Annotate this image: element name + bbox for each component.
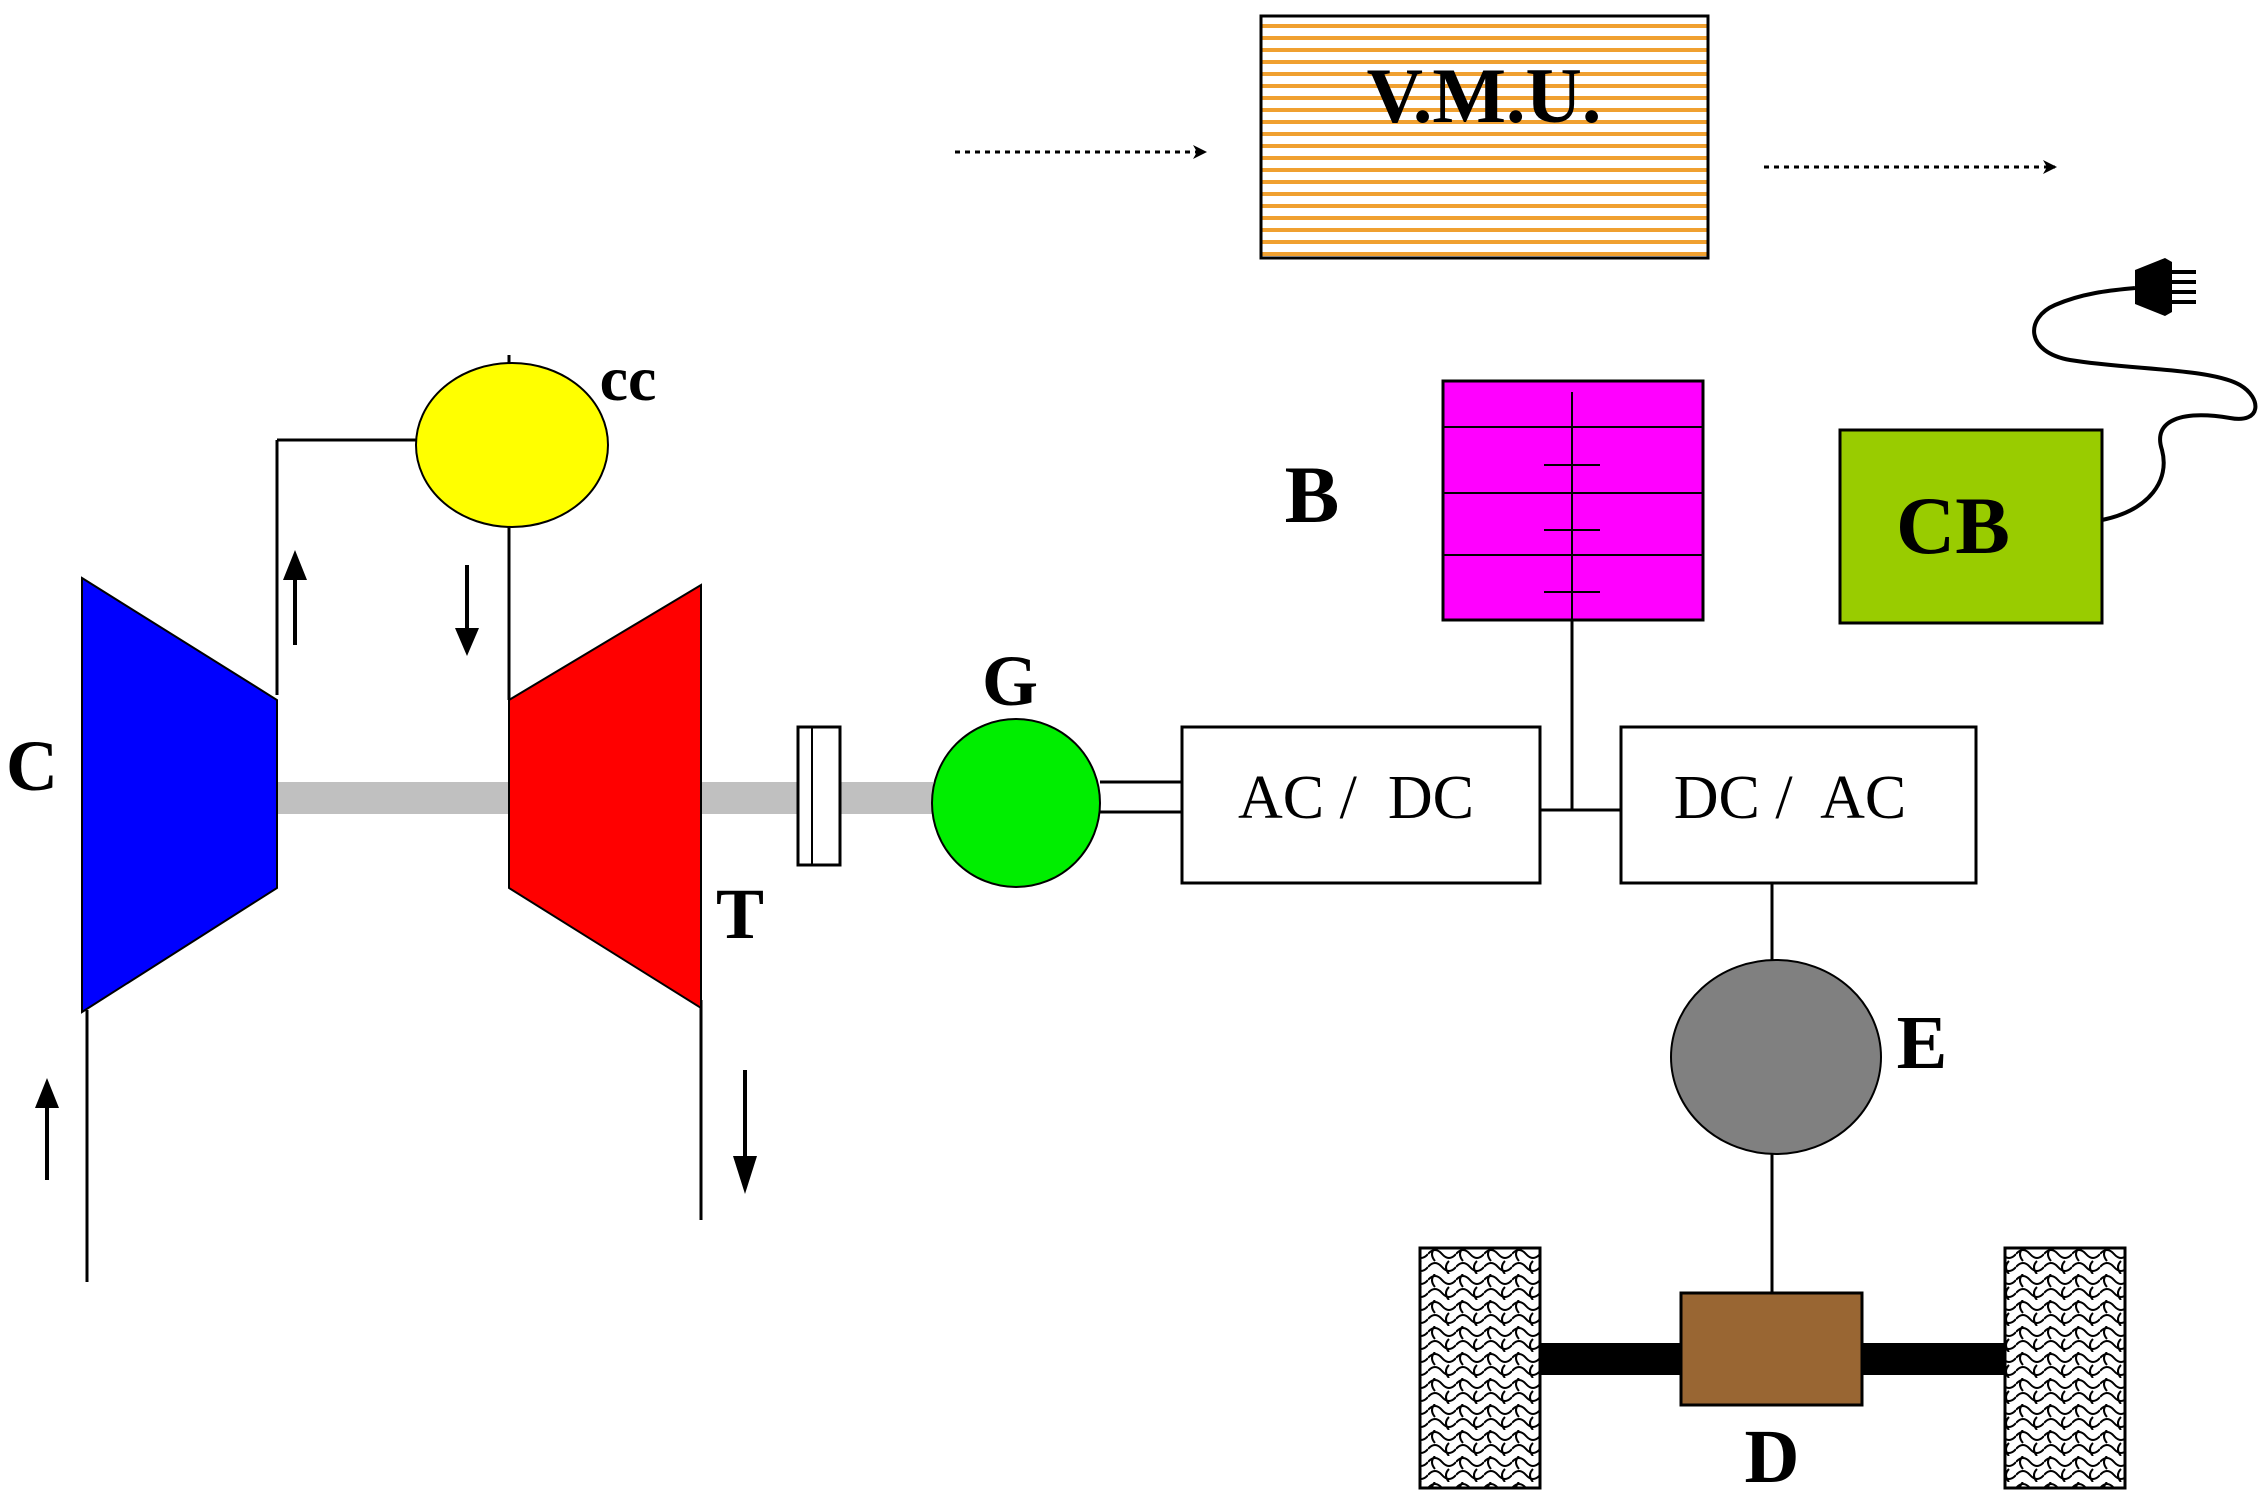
electric-motor: E — [1670, 959, 1948, 1293]
shaft — [277, 725, 933, 867]
combustion-chamber-shape — [415, 362, 609, 528]
combustion-chamber-label: cc — [600, 343, 657, 414]
charger-label: CB — [1896, 480, 2010, 571]
wheel-right — [2003, 1246, 2127, 1490]
compressor-shape — [81, 576, 278, 1014]
cc-outlet-arrow — [455, 565, 479, 656]
turbine: T — [508, 583, 764, 1010]
vmu-box — [1259, 14, 1710, 260]
flow-arrows — [35, 550, 757, 1194]
charger-box — [1838, 428, 2104, 625]
turbine-label: T — [716, 874, 764, 954]
inlet-flow-arrow — [35, 1078, 59, 1180]
rectifier-box — [1180, 725, 1542, 885]
compressor: C — [6, 576, 278, 1014]
inverter-label: DC / AC — [1674, 764, 1907, 832]
dc-bus — [1540, 620, 1621, 812]
inverter: DC / AC — [1619, 725, 1978, 962]
charger: CB — [1838, 258, 2258, 625]
shaft-compressor-turbine — [277, 782, 509, 814]
exhaust-arrow — [733, 1070, 757, 1194]
generator: G — [931, 641, 1182, 888]
vmu-block: V.M.U. — [955, 14, 2057, 260]
electric-motor-shape — [1670, 959, 1882, 1155]
plug-icon — [2135, 258, 2196, 316]
shaft-coupling — [796, 725, 842, 867]
combustion-chamber: cc — [415, 343, 657, 528]
vmu-label: V.M.U. — [1367, 52, 1602, 139]
battery-label: B — [1285, 449, 1340, 540]
electric-motor-label: E — [1897, 1001, 1948, 1085]
differential-label: D — [1745, 1415, 1800, 1499]
inverter-box — [1619, 725, 1978, 885]
differential-box — [1679, 1291, 1864, 1407]
generator-label: G — [982, 641, 1038, 721]
rectifier: AC / DC — [1180, 725, 1542, 885]
compressor-outlet-arrow — [283, 550, 307, 645]
wheel-left — [1418, 1246, 1542, 1490]
generator-shape — [931, 718, 1101, 888]
gas-path — [85, 355, 703, 1282]
rectifier-label: AC / DC — [1238, 764, 1474, 832]
compressor-label: C — [6, 726, 58, 806]
drive-axle: D — [1418, 1246, 2127, 1499]
charger-cable — [2032, 286, 2258, 522]
turbine-shape — [508, 583, 702, 1010]
battery: B — [1285, 379, 1705, 622]
